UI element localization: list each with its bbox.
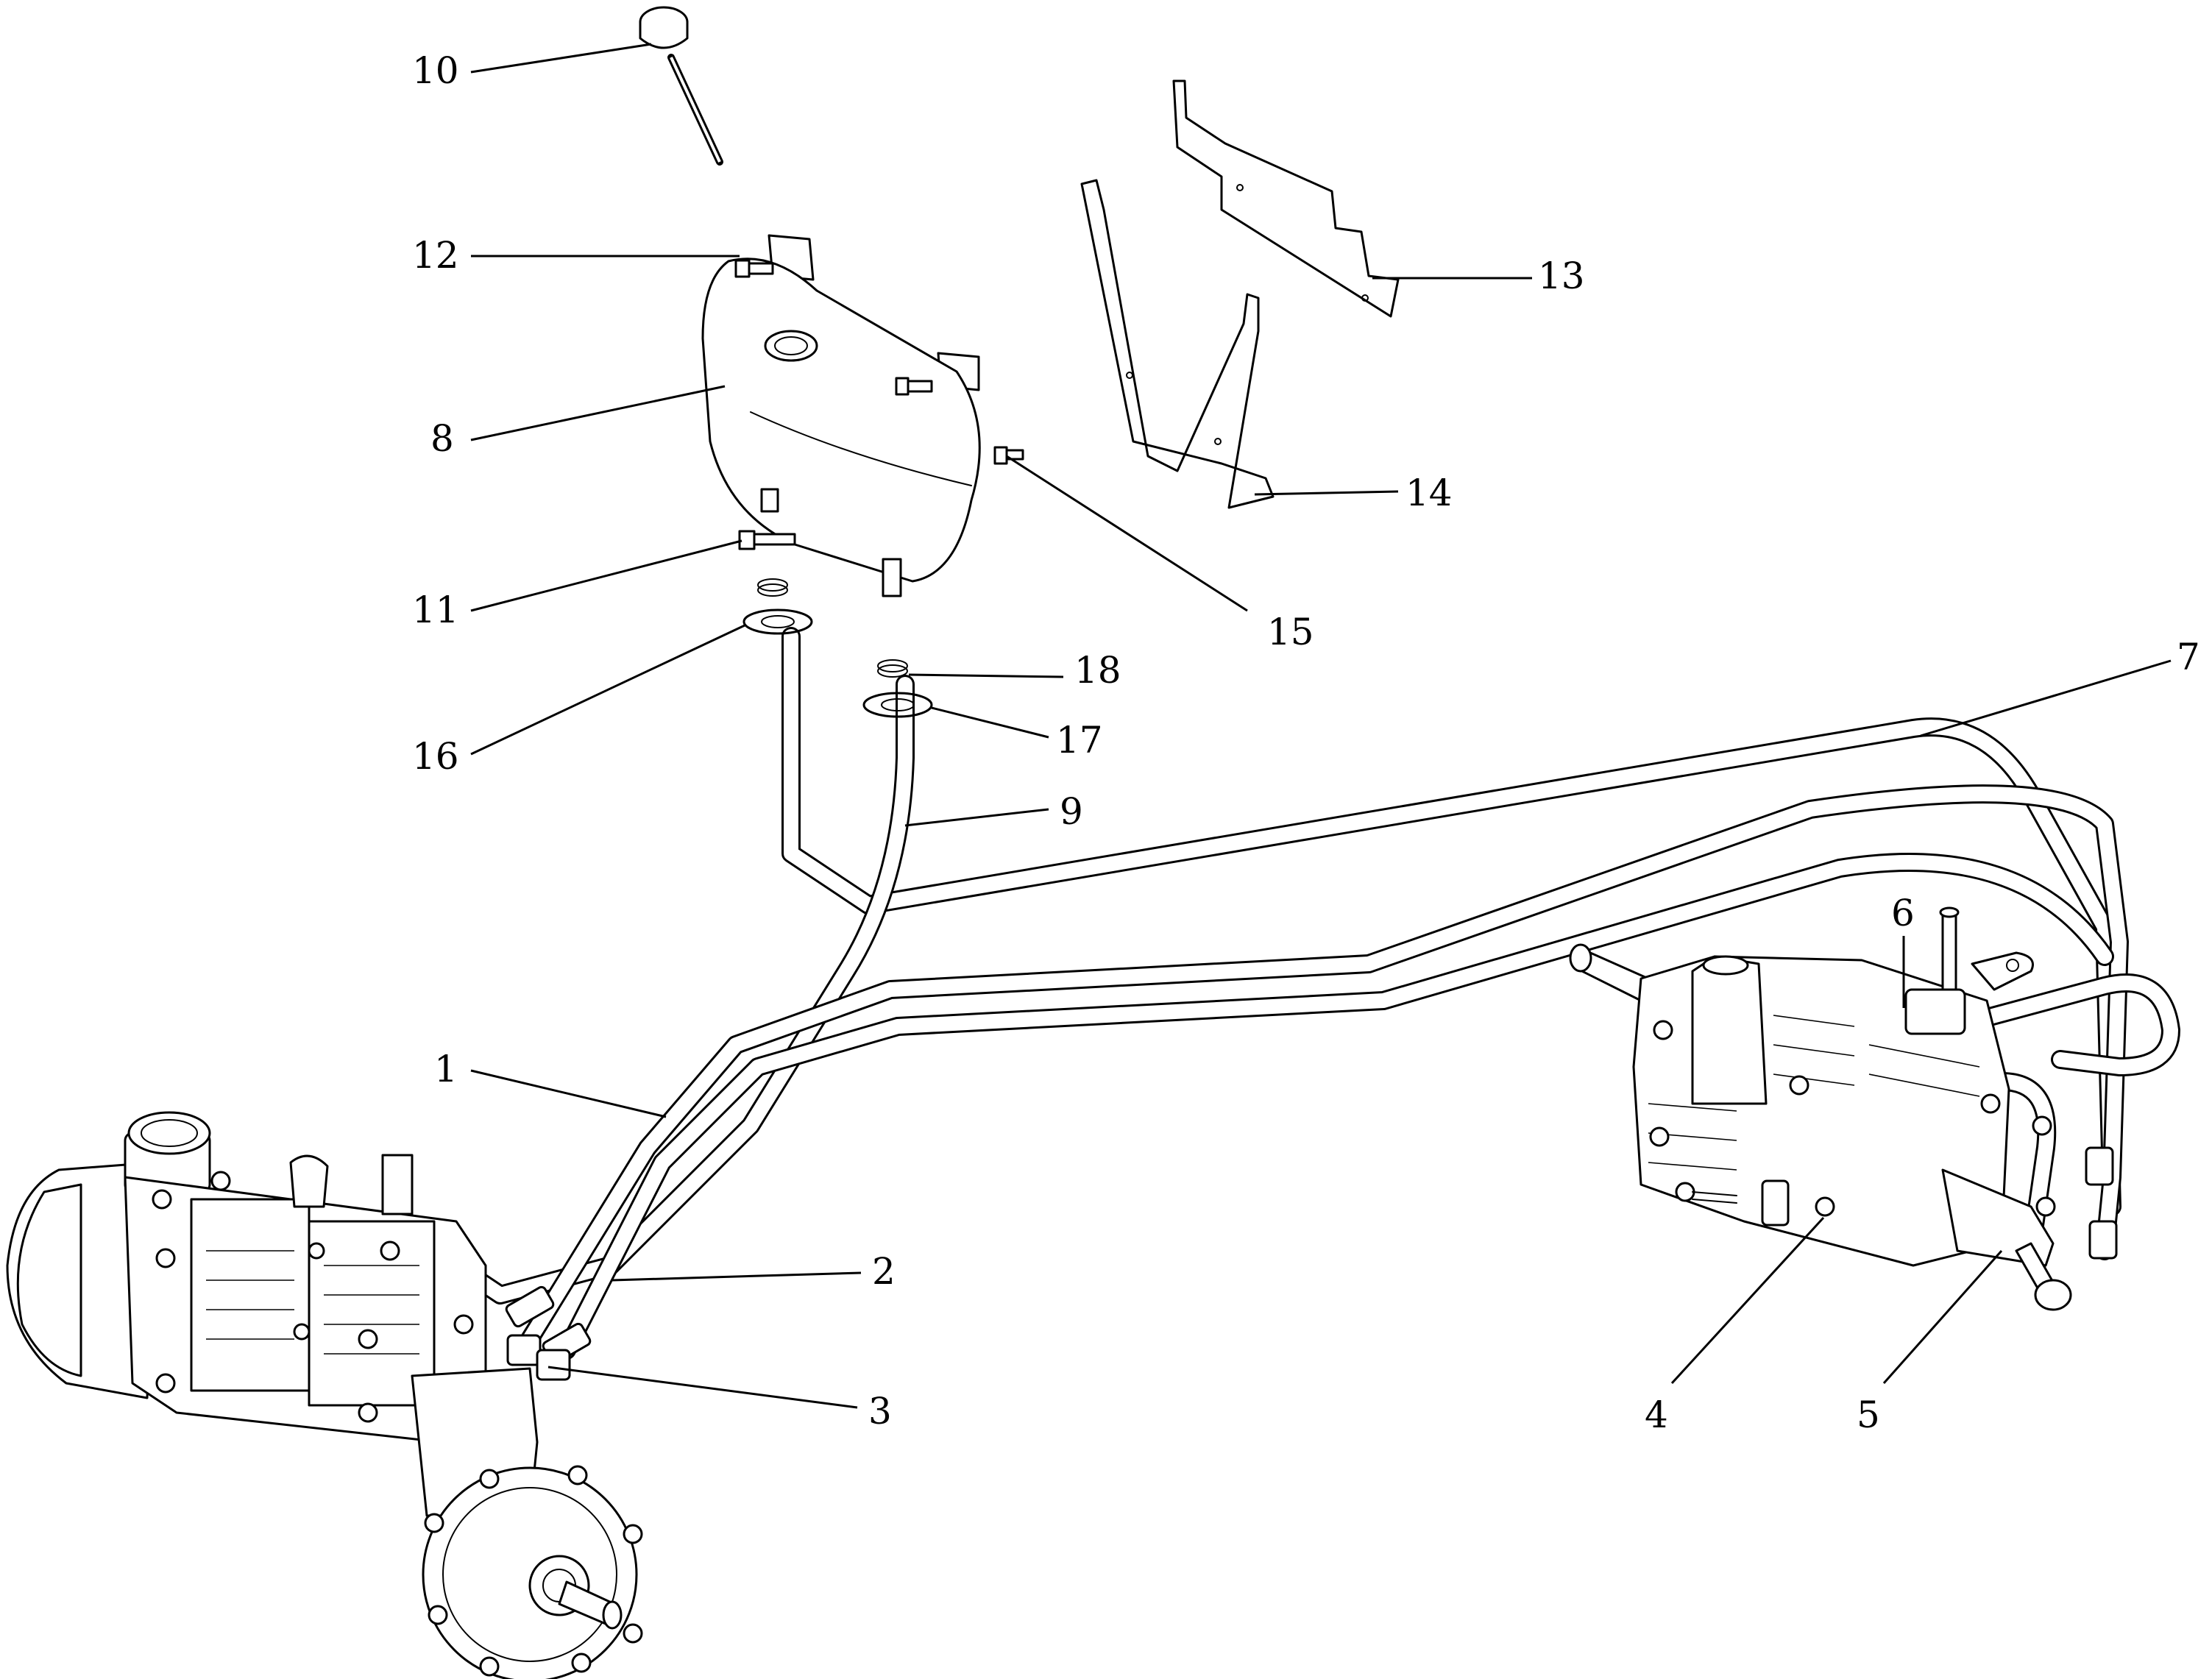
hub-bolts [424, 1465, 643, 1677]
callout-3: 3 [868, 1390, 892, 1433]
part-18-clamp [877, 659, 908, 678]
callout-11: 11 [412, 589, 459, 631]
leader-10 [470, 43, 652, 74]
part-1-pressure-pipe [520, 784, 2129, 1349]
part-13-bracket [1172, 79, 1400, 318]
callout-18: 18 [1074, 649, 1121, 692]
part-16-oring [742, 608, 813, 635]
callout-13: 13 [1538, 255, 1585, 297]
callout-5: 5 [1857, 1394, 1880, 1436]
callout-16: 16 [412, 735, 459, 778]
right-loop-pipe [1904, 973, 2180, 1076]
leader-3 [547, 1366, 858, 1409]
leader-18 [908, 673, 1064, 678]
leader-14 [1254, 490, 1399, 496]
tank-tab-bolt [895, 377, 933, 396]
leader-11 [470, 539, 742, 612]
leader-7 [1920, 659, 2172, 737]
callout-9: 9 [1060, 790, 1083, 833]
leader-17 [931, 706, 1049, 739]
leader-15 [1006, 455, 1248, 612]
callout-12: 12 [412, 234, 459, 277]
part-15-bolt [993, 446, 1024, 465]
part-2-pressure-pipe [557, 853, 2114, 1360]
callout-17: 17 [1056, 719, 1103, 762]
hydraulic-lines [425, 627, 2180, 1360]
pump-bolts [152, 1171, 474, 1423]
callout-8: 8 [430, 417, 454, 460]
callout-1: 1 [434, 1048, 458, 1090]
part-17-oring [862, 692, 933, 718]
leader-8 [470, 385, 726, 441]
callout-6: 6 [1891, 892, 1915, 934]
callout-10: 10 [412, 49, 459, 92]
leader-9 [904, 808, 1049, 827]
callout-14: 14 [1405, 472, 1453, 514]
part-14-bracket [1080, 179, 1275, 509]
leader-lines [470, 43, 2172, 1409]
leader-16 [470, 624, 745, 756]
part-8-hydraulic-tank [701, 234, 981, 597]
part-11-bolt [738, 530, 796, 550]
transmission-bolts [1649, 1020, 2056, 1217]
callout-7: 7 [2177, 636, 2200, 678]
callout-2: 2 [872, 1250, 896, 1293]
leader-5 [1882, 1250, 2003, 1384]
left-drive-assembly [6, 1111, 643, 1679]
part-9-suction-pipe [425, 675, 915, 1304]
callout-4: 4 [1645, 1394, 1668, 1436]
part-10-dipstick [639, 6, 723, 166]
part-12-bolt [734, 259, 774, 278]
callout-15: 15 [1267, 611, 1314, 653]
right-transmission-assembly [1569, 906, 2118, 1311]
leader-1 [470, 1069, 667, 1118]
tank-clamp [757, 578, 788, 597]
callout-labels: 10 12 8 11 16 15 13 14 18 17 9 7 1 2 3 6… [412, 49, 2200, 1436]
leader-2 [612, 1271, 862, 1282]
leader-4 [1670, 1216, 1825, 1385]
